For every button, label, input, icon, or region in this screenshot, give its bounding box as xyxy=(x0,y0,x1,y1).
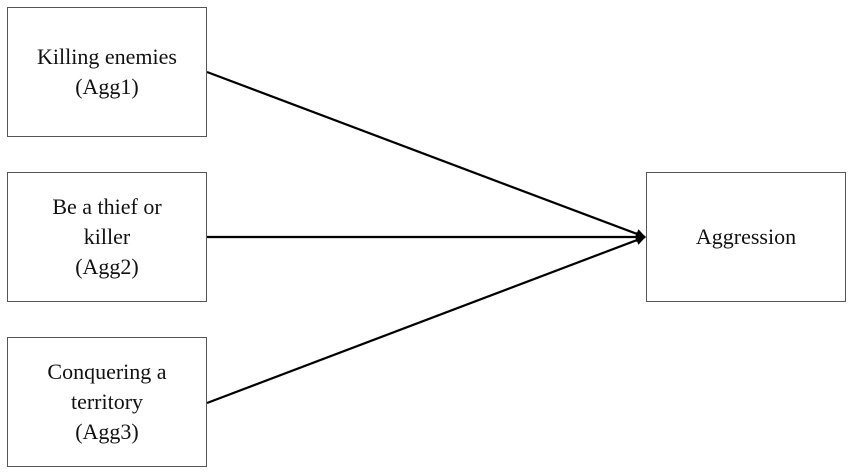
node-agg2-line-3: (Agg2) xyxy=(75,254,139,279)
node-aggression: Aggression xyxy=(646,172,846,302)
arrow-agg3-to-aggression xyxy=(206,235,646,405)
node-agg2-line-1: Be a thief or xyxy=(52,194,162,219)
node-agg3-conquering-territory: Conquering a territory (Agg3) xyxy=(7,337,207,467)
node-agg2-thief-or-killer: Be a thief or killer (Agg2) xyxy=(7,172,207,302)
node-agg3-line-1: Conquering a xyxy=(47,359,167,384)
node-agg1-line-1: Killing enemies xyxy=(37,44,177,69)
node-agg3-line-3: (Agg3) xyxy=(75,419,139,444)
arrow-agg1-to-aggression xyxy=(206,70,646,239)
node-agg1-killing-enemies: Killing enemies (Agg1) xyxy=(7,7,207,137)
node-agg3-line-2: territory xyxy=(70,389,144,414)
node-agg1-line-2: (Agg1) xyxy=(75,74,139,99)
node-agg2-line-2: killer xyxy=(83,224,131,249)
node-aggression-label: Aggression xyxy=(695,224,797,249)
